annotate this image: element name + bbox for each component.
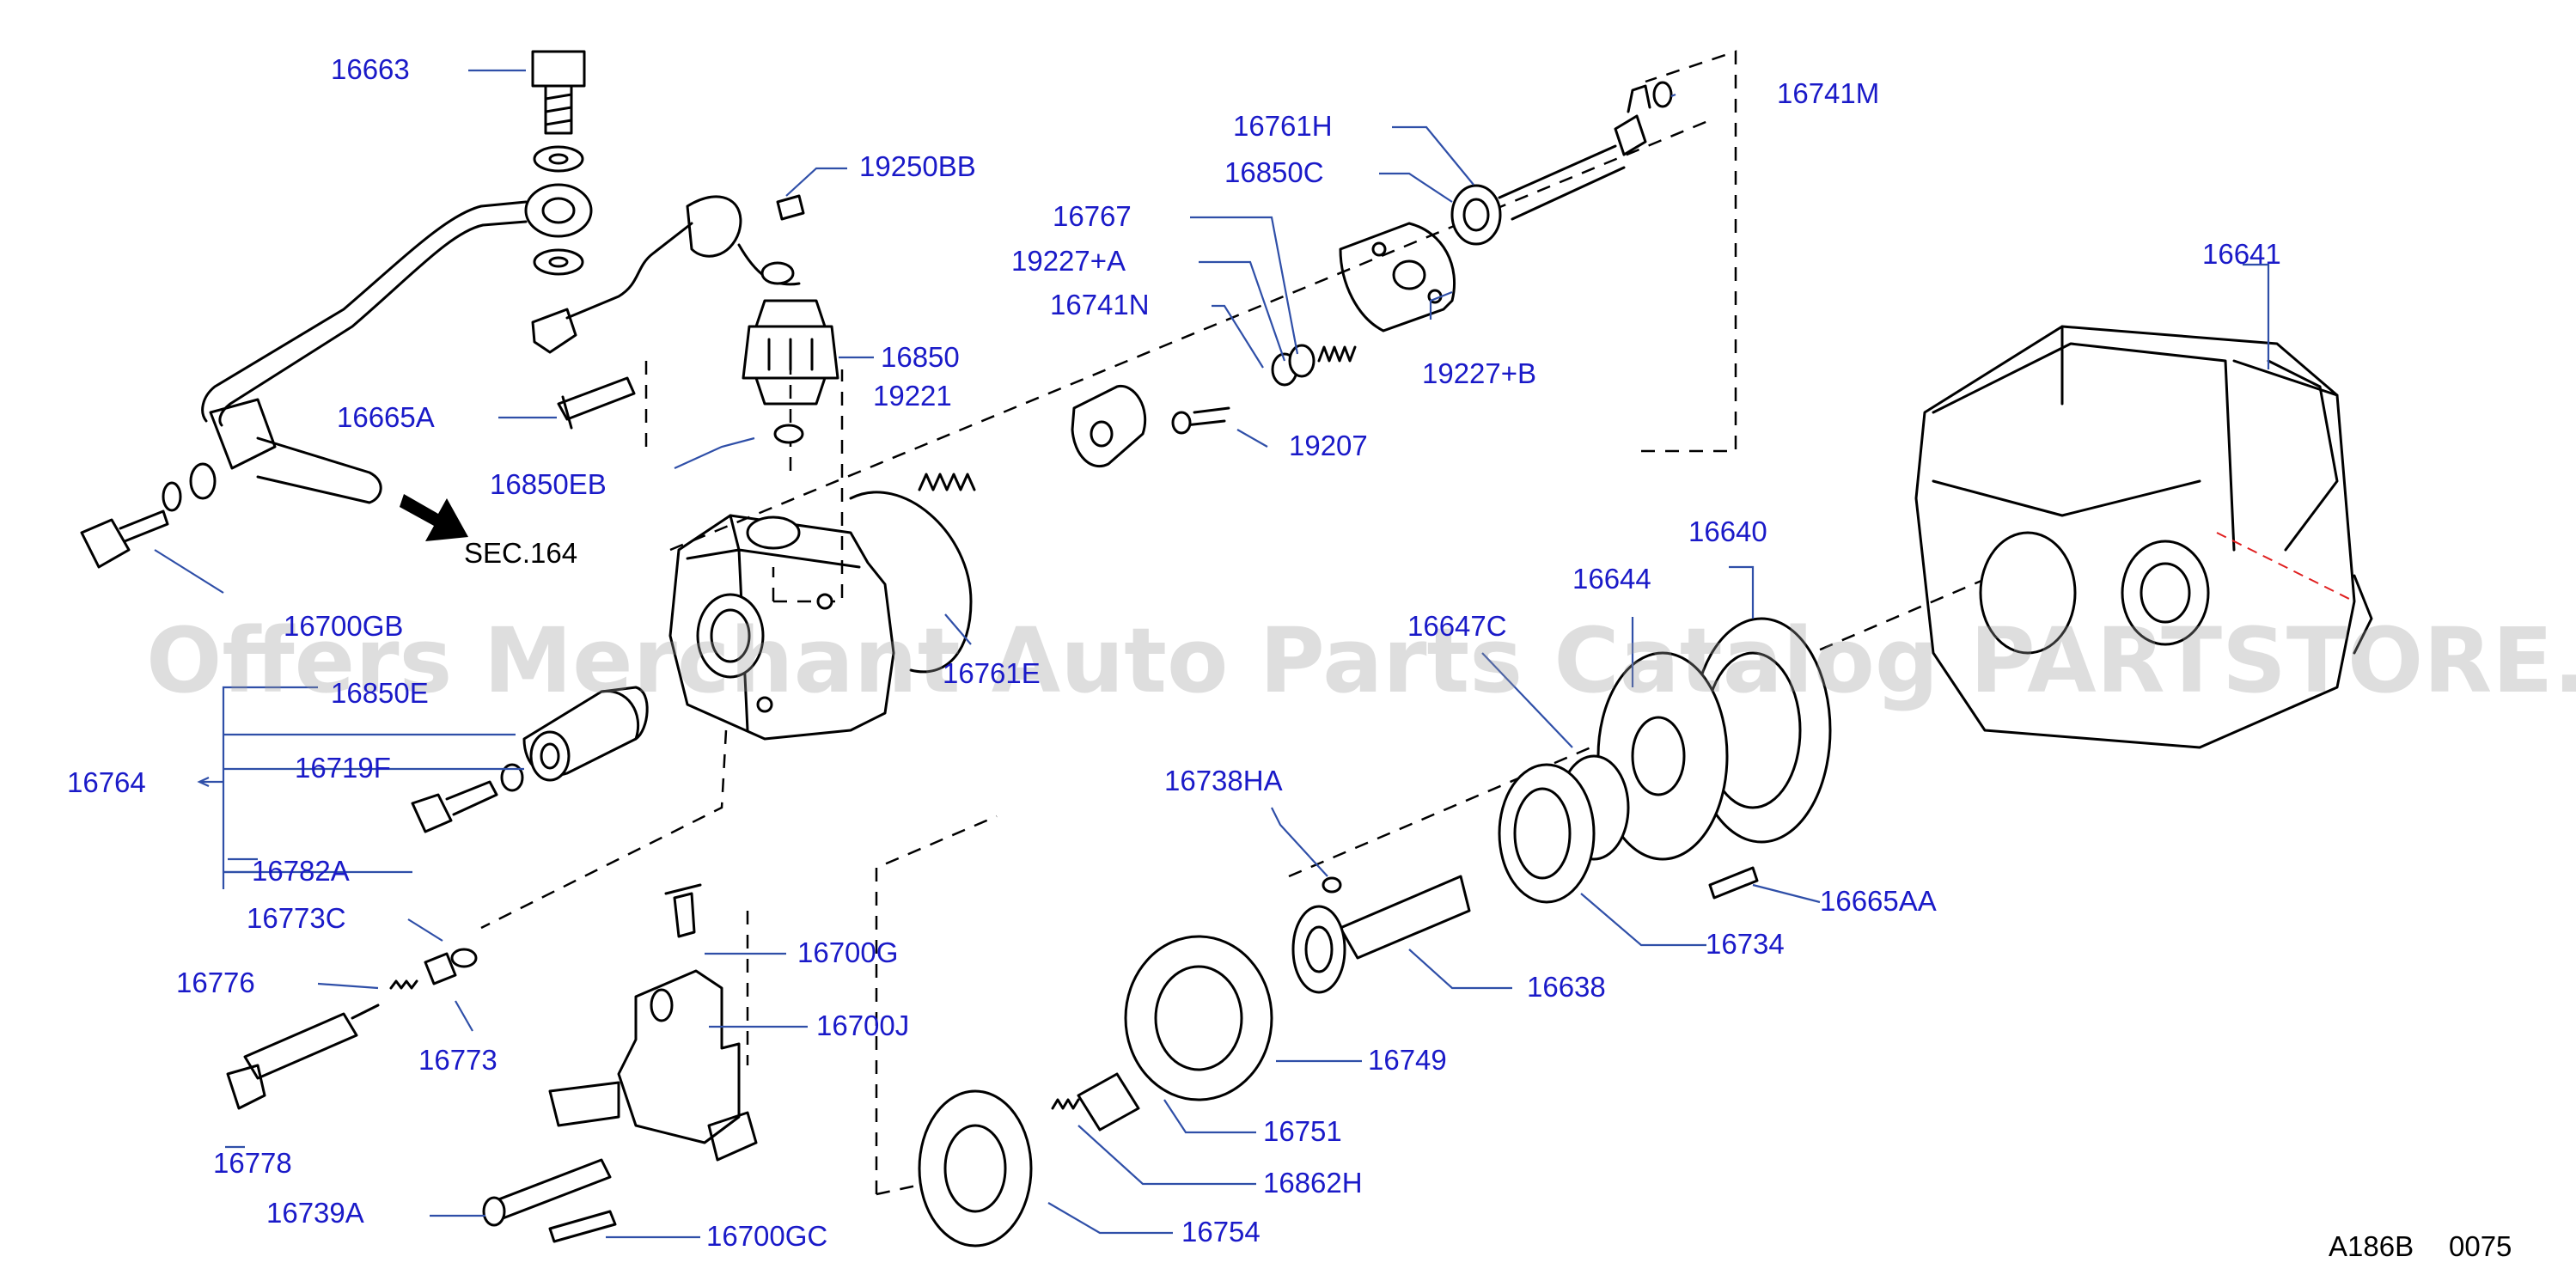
part-label-19207[interactable]: 19207 xyxy=(1289,430,1368,461)
part-label-16761H[interactable]: 16761H xyxy=(1233,110,1333,142)
centerline-red xyxy=(2216,532,2355,602)
part-label-16776[interactable]: 16776 xyxy=(176,967,255,998)
part-label-16850[interactable]: 16850 xyxy=(881,341,960,373)
fitting-16850 xyxy=(742,299,839,444)
part-label-16749[interactable]: 16749 xyxy=(1368,1044,1447,1076)
part-label-16751[interactable]: 16751 xyxy=(1263,1115,1342,1147)
part-label-19227B[interactable]: 19227+B xyxy=(1422,357,1536,389)
part-label-16719F[interactable]: 16719F xyxy=(295,752,391,784)
part-label-16850EB[interactable]: 16850EB xyxy=(490,468,607,500)
part-label-16734[interactable]: 16734 xyxy=(1706,928,1785,960)
part-label-16741N[interactable]: 16741N xyxy=(1050,289,1150,320)
part-label-16778[interactable]: 16778 xyxy=(213,1147,292,1179)
part-label-16741M[interactable]: 16741M xyxy=(1777,77,1879,109)
part-label-16647C[interactable]: 16647C xyxy=(1407,610,1507,642)
watermark-text: Offers Merchant Auto Parts Catalog PARTS… xyxy=(146,608,2576,713)
diagram-page-number: 0075 xyxy=(2449,1230,2512,1262)
spring-19221 xyxy=(918,473,976,491)
part-label-16782A[interactable]: 16782A xyxy=(252,855,350,887)
drive-gear-parts xyxy=(918,617,1832,1248)
solenoid-wire xyxy=(531,194,805,430)
part-label-16738HA[interactable]: 16738HA xyxy=(1164,765,1283,796)
part-label-16700J[interactable]: 16700J xyxy=(816,1010,909,1041)
part-label-16767[interactable]: 16767 xyxy=(1053,200,1132,232)
part-label-19250BB[interactable]: 19250BB xyxy=(859,150,976,182)
section-reference-label[interactable]: SEC.164 xyxy=(464,537,577,569)
part-label-16862H[interactable]: 16862H xyxy=(1263,1167,1363,1199)
part-label-16665AA[interactable]: 16665AA xyxy=(1820,885,1937,917)
part-label-16665A[interactable]: 16665A xyxy=(337,401,435,433)
delivery-valve-parts xyxy=(226,686,649,1110)
leader-lines xyxy=(154,69,2270,1239)
part-label-16640[interactable]: 16640 xyxy=(1688,515,1767,547)
part-label-16663[interactable]: 16663 xyxy=(331,53,410,85)
part-label-16700GB[interactable]: 16700GB xyxy=(284,610,403,642)
part-label-16850E[interactable]: 16850E xyxy=(331,677,429,709)
part-label-19221[interactable]: 19221 xyxy=(873,380,952,412)
pump-housing-16641 xyxy=(1914,325,2373,749)
section-reference-arrow xyxy=(400,494,468,541)
governor-shaft-parts xyxy=(1071,81,1673,467)
part-label-16700G[interactable]: 16700G xyxy=(797,936,898,968)
pump-head-housing xyxy=(668,491,973,741)
part-label-16754[interactable]: 16754 xyxy=(1181,1216,1261,1248)
part-label-16764[interactable]: 16764 xyxy=(67,766,146,798)
part-label-16638[interactable]: 16638 xyxy=(1527,971,1606,1003)
part-label-16850C[interactable]: 16850C xyxy=(1224,156,1324,188)
part-label-16761E[interactable]: 16761E xyxy=(943,657,1041,689)
fuel-pipe-assembly xyxy=(80,50,593,569)
mounting-bracket xyxy=(482,883,758,1243)
part-label-19227A[interactable]: 19227+A xyxy=(1011,245,1126,277)
part-label-16700GC[interactable]: 16700GC xyxy=(706,1220,827,1252)
part-label-16773[interactable]: 16773 xyxy=(418,1044,497,1076)
part-label-16773C[interactable]: 16773C xyxy=(247,902,346,934)
part-labels: 16663 19250BB 16665A 16850 19221 16850EB… xyxy=(67,53,2281,1252)
part-label-16739A[interactable]: 16739A xyxy=(266,1197,364,1229)
diagram-code: A186B xyxy=(2329,1230,2414,1262)
part-label-16644[interactable]: 16644 xyxy=(1572,563,1651,595)
part-label-16641[interactable]: 16641 xyxy=(2202,238,2281,270)
